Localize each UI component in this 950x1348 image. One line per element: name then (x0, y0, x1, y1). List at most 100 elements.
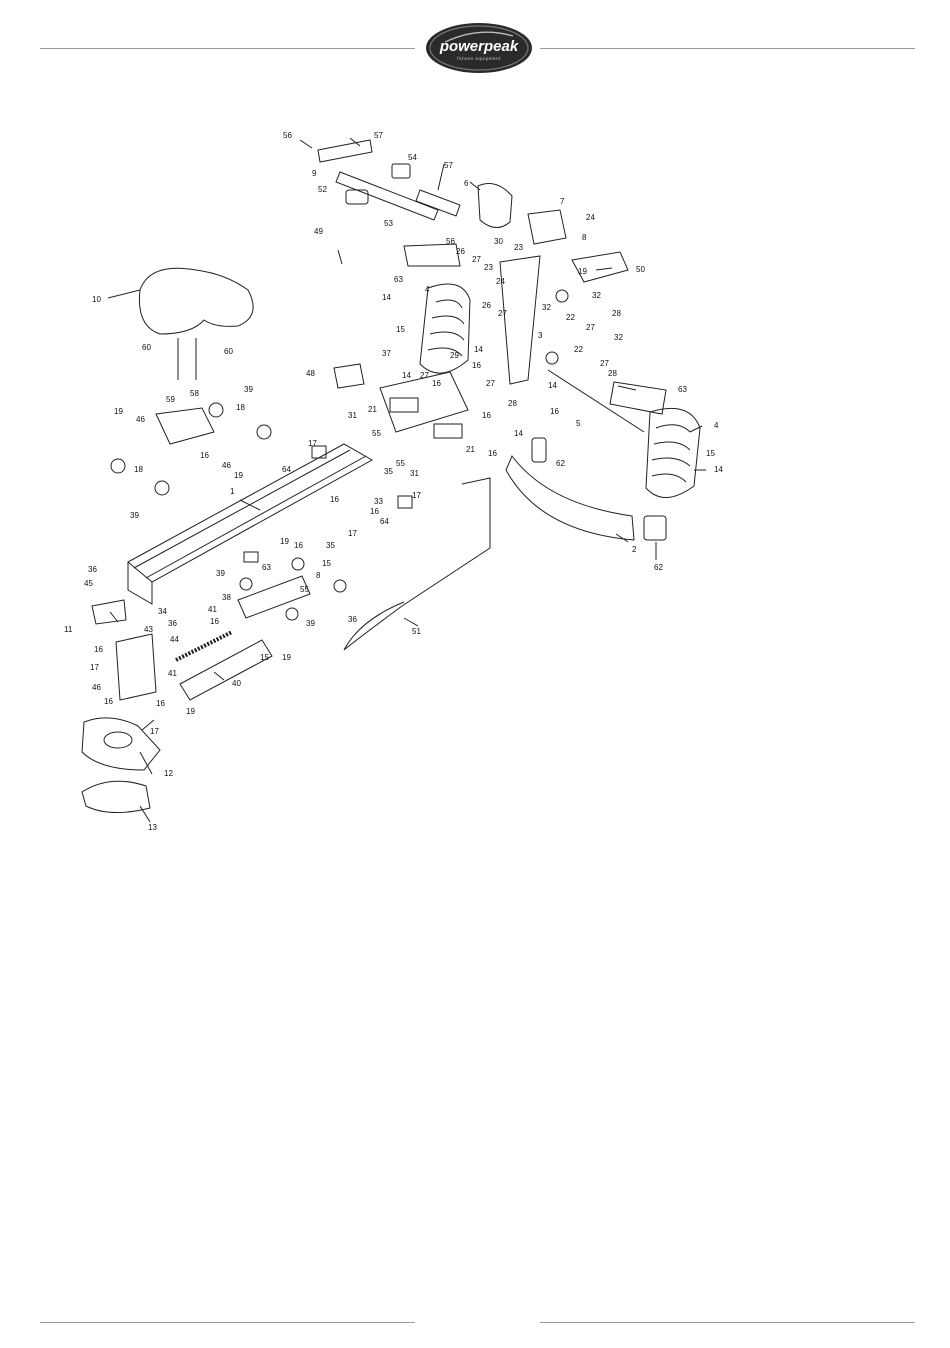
part-label-42: 40 (232, 679, 241, 688)
part-label-35: 35 (384, 467, 393, 476)
part-label-12: 12 (164, 769, 173, 778)
part-label-39b: 39 (130, 511, 139, 520)
part-label-16k: 16 (94, 645, 103, 654)
part-label-22: 22 (566, 313, 575, 322)
part-label-55c: 55 (300, 585, 309, 594)
part-label-39: 39 (244, 385, 253, 394)
part-label-40: 36 (88, 565, 97, 574)
part-label-14d: 14 (548, 381, 557, 390)
part-label-15c: 15 (322, 559, 331, 568)
part-label-16l: 16 (104, 697, 113, 706)
part-label-1: 1 (230, 487, 235, 496)
part-label-27c: 27 (586, 323, 595, 332)
part-label-16g: 16 (330, 495, 339, 504)
part-label-16c: 16 (550, 407, 559, 416)
part-label-16i: 16 (294, 541, 303, 550)
part-label-11: 11 (64, 625, 73, 634)
part-label-28b: 28 (608, 369, 617, 378)
part-label-40b: 36 (168, 619, 177, 628)
part-label-44: 46 (136, 415, 145, 424)
part-label-4b: 4 (714, 421, 719, 430)
part-label-27f: 27 (486, 379, 495, 388)
part-label-35b: 35 (326, 541, 335, 550)
part-label-18b: 18 (134, 465, 143, 474)
part-label-24b: 24 (496, 277, 505, 286)
part-label-16f: 16 (488, 449, 497, 458)
part-label-19d: 19 (282, 653, 291, 662)
part-label-55b: 55 (396, 459, 405, 468)
part-label-14b: 14 (474, 345, 483, 354)
part-label-58: 58 (190, 389, 199, 398)
part-label-17d: 17 (90, 663, 99, 672)
part-label-14f: 14 (714, 465, 723, 474)
part-label-38: 38 (222, 593, 231, 602)
part-label-16m: 16 (156, 699, 165, 708)
part-label-59b: 60 (224, 347, 233, 356)
part-label-17c: 17 (348, 529, 357, 538)
part-label-5: 5 (576, 419, 581, 428)
part-label-28c: 28 (508, 399, 517, 408)
part-label-60: 59 (166, 395, 175, 404)
part-label-27e: 27 (420, 371, 429, 380)
part-label-17e: 17 (150, 727, 159, 736)
part-label-26b: 26 (482, 301, 491, 310)
part-label-44c: 46 (92, 683, 101, 692)
part-label-56: 56 (283, 131, 292, 140)
part-label-16d: 16 (482, 411, 491, 420)
part-label-39d: 39 (306, 619, 315, 628)
part-label-37: 37 (382, 349, 391, 358)
part-label-61b: 63 (678, 385, 687, 394)
part-label-9: 9 (312, 169, 317, 178)
part-label-8: 8 (582, 233, 587, 242)
part-label-8b: 8 (316, 571, 321, 580)
part-label-23b: 23 (484, 263, 493, 272)
part-label-64: 64 (282, 465, 291, 474)
part-label-16e: 16 (200, 451, 209, 460)
part-label-49: 49 (314, 227, 323, 236)
part-label-41b: 41 (168, 669, 177, 678)
part-label-18: 18 (236, 403, 245, 412)
part-label-52: 52 (318, 185, 327, 194)
part-label-62: 62 (556, 459, 565, 468)
part-label-46: 45 (84, 579, 93, 588)
part-label-24: 24 (586, 213, 595, 222)
part-label-55: 55 (372, 429, 381, 438)
part-label-34: 34 (158, 607, 167, 616)
part-label-7: 7 (560, 197, 565, 206)
part-label-41: 41 (208, 605, 217, 614)
header-rule-right (540, 48, 915, 49)
part-label-21: 21 (368, 405, 377, 414)
footer-rule-right (540, 1322, 915, 1323)
part-label-19e: 19 (186, 707, 195, 716)
part-label-14: 14 (382, 293, 391, 302)
brand-name: powerpeak (439, 38, 519, 55)
part-label-51: 51 (412, 627, 421, 636)
part-label-27b: 27 (498, 309, 507, 318)
part-label-19b: 19 (234, 471, 243, 480)
part-label-3: 3 (538, 331, 543, 340)
part-label-23: 23 (514, 243, 523, 252)
part-label-33: 33 (374, 497, 383, 506)
brand-tagline: fitness equipment (457, 56, 501, 61)
part-label-19c: 19 (280, 537, 289, 546)
part-label-32: 30 (494, 237, 503, 246)
part-label-16b: 16 (432, 379, 441, 388)
part-label-2: 2 (632, 545, 637, 554)
part-label-21b: 21 (466, 445, 475, 454)
part-label-28: 28 (612, 309, 621, 318)
part-label-57: 57 (374, 131, 383, 140)
footer-rule-left (40, 1322, 415, 1323)
part-label-30b: 32 (542, 303, 551, 312)
part-label-27d: 27 (600, 359, 609, 368)
part-label-15d: 15 (260, 653, 269, 662)
part-label-59: 60 (142, 343, 151, 352)
part-label-57b: 57 (444, 161, 453, 170)
part-label-63: 63 (262, 563, 271, 572)
part-label-27: 27 (472, 255, 481, 264)
header-rule-left (40, 48, 415, 49)
part-label-36: 36 (348, 615, 357, 624)
part-label-39c: 39 (216, 569, 225, 578)
part-label-4: 4 (425, 285, 430, 294)
part-label-17b: 17 (412, 491, 421, 500)
